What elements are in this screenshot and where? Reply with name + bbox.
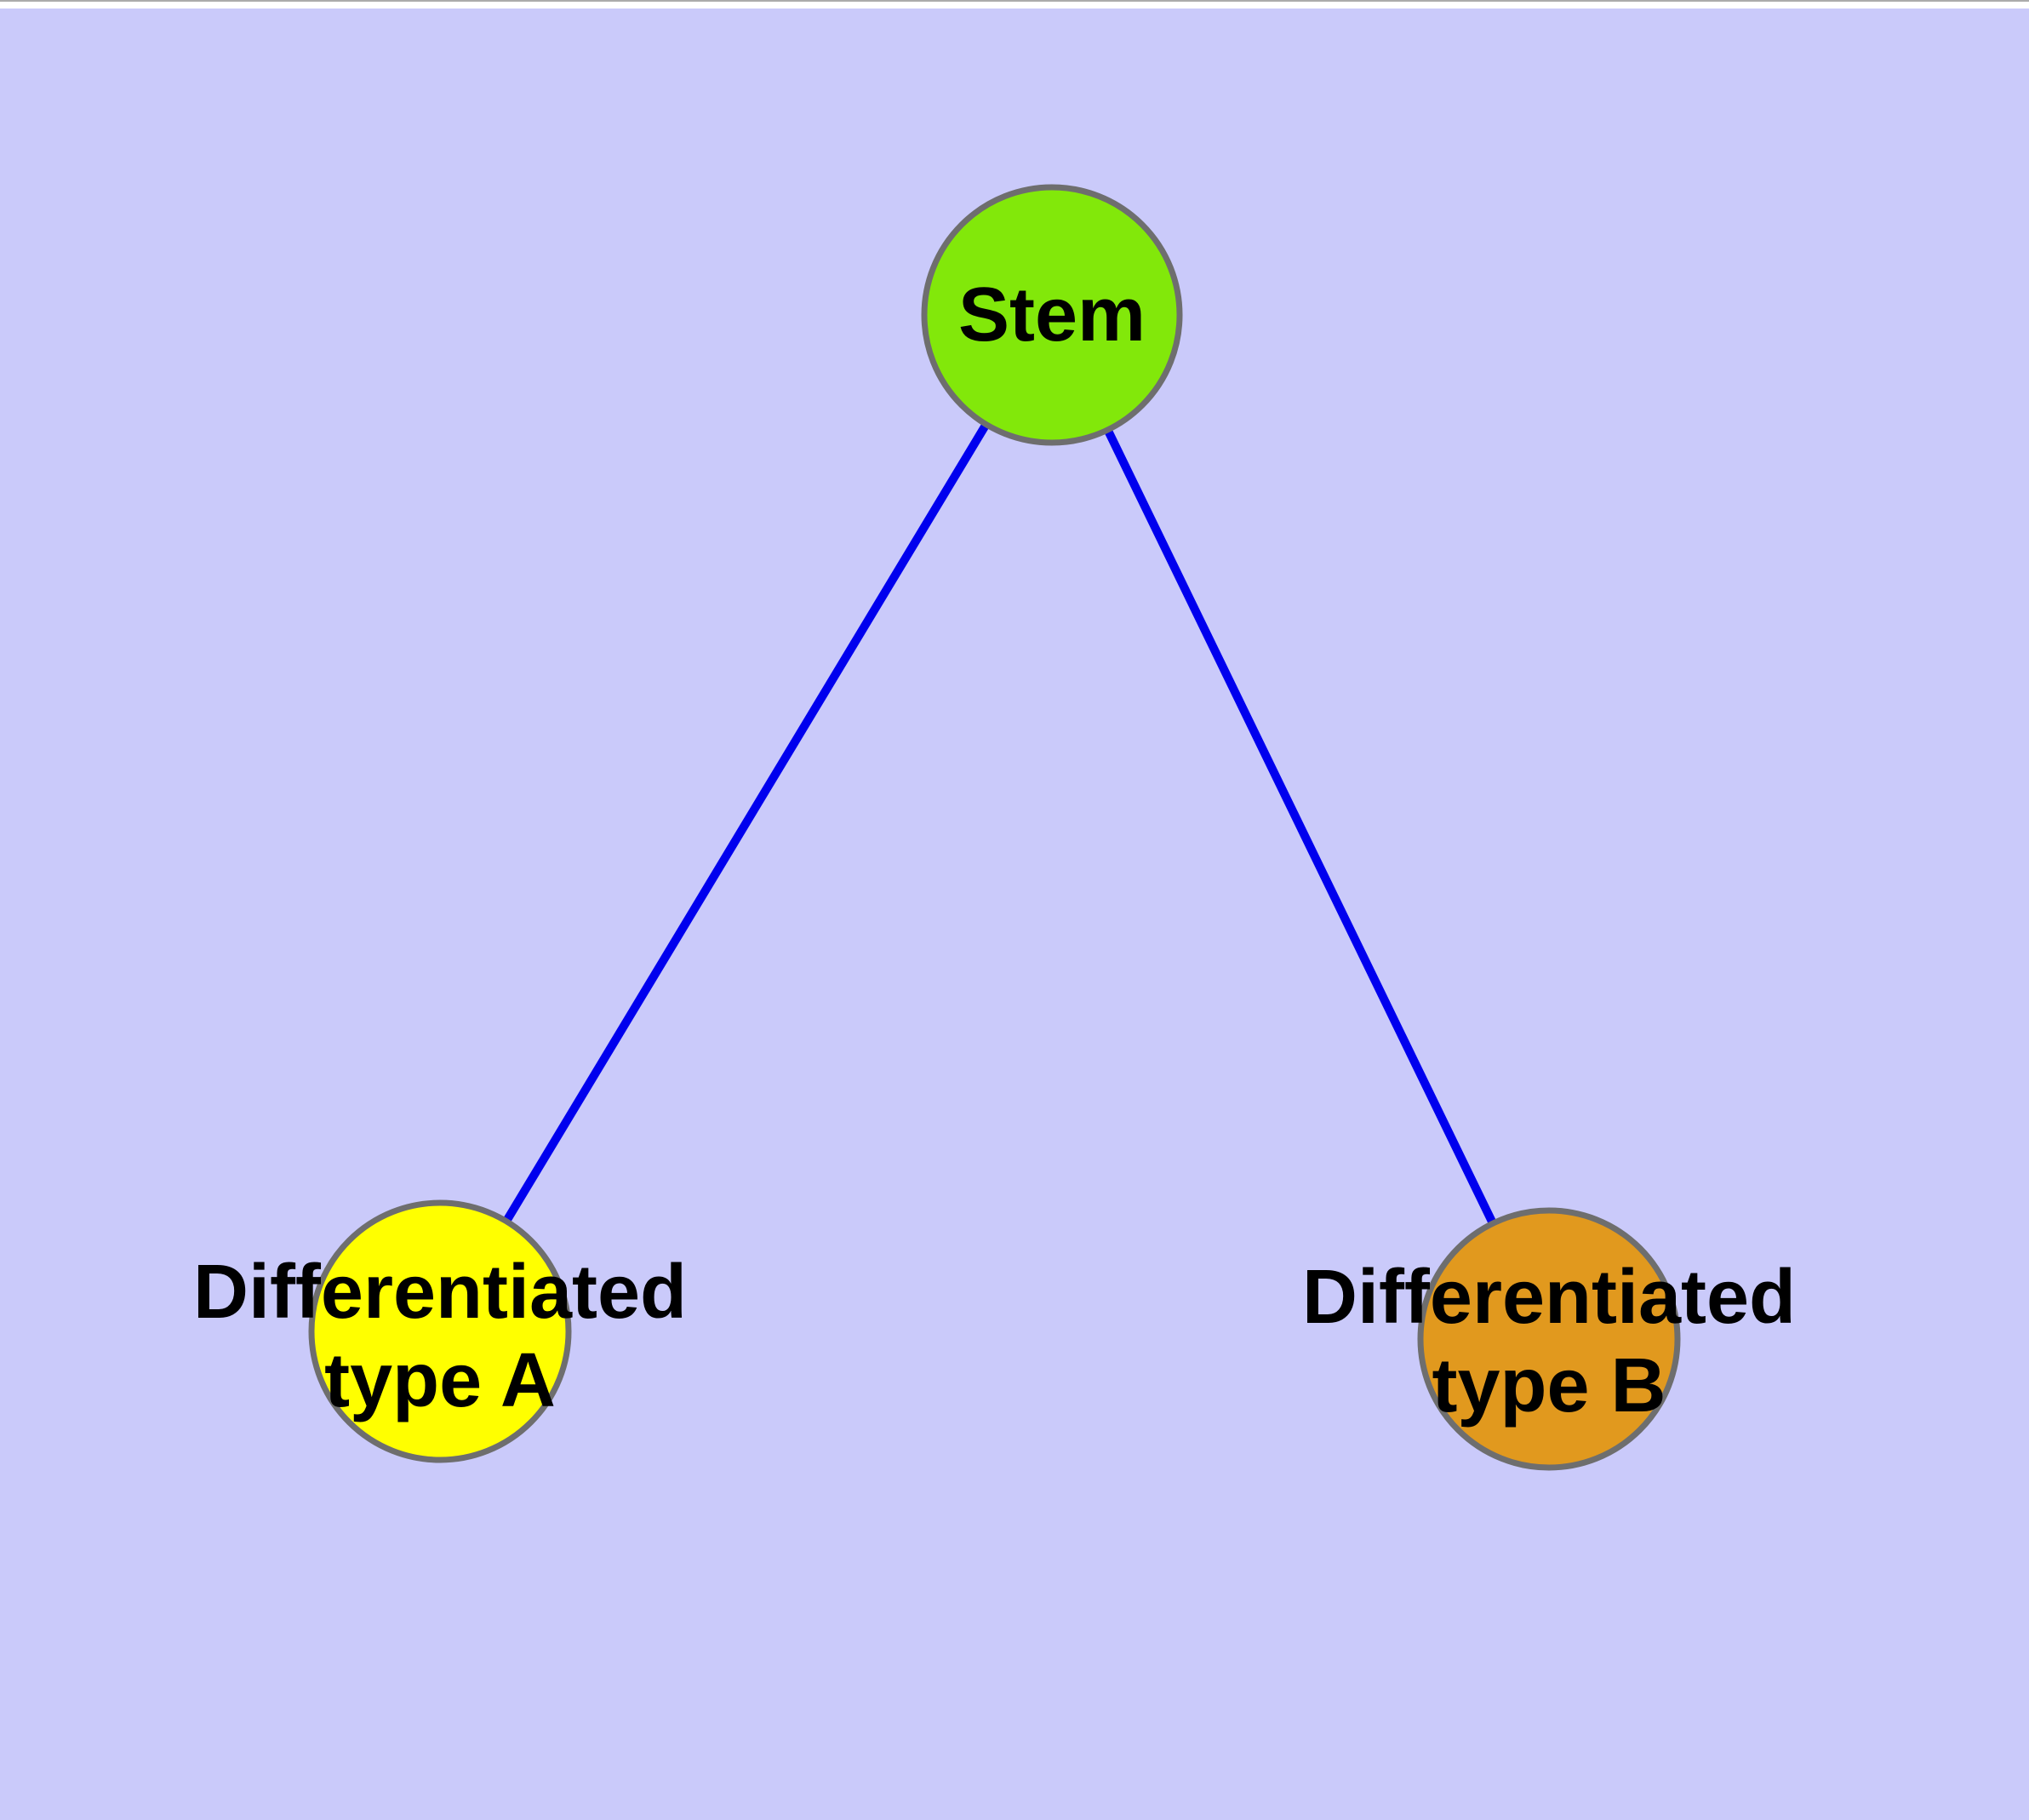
graph-svg: [0, 9, 2029, 1820]
diagram-canvas: Stem Differentiated type A Differentiate…: [0, 9, 2029, 1820]
edge-stem-to-type-a: [436, 312, 1056, 1334]
node-differentiated-type-a: [308, 1199, 572, 1463]
node-stem: [921, 184, 1183, 446]
node-differentiated-type-b: [1417, 1207, 1681, 1471]
window-top-border: [0, 0, 2029, 2]
edge-stem-to-type-b: [1048, 312, 1553, 1342]
